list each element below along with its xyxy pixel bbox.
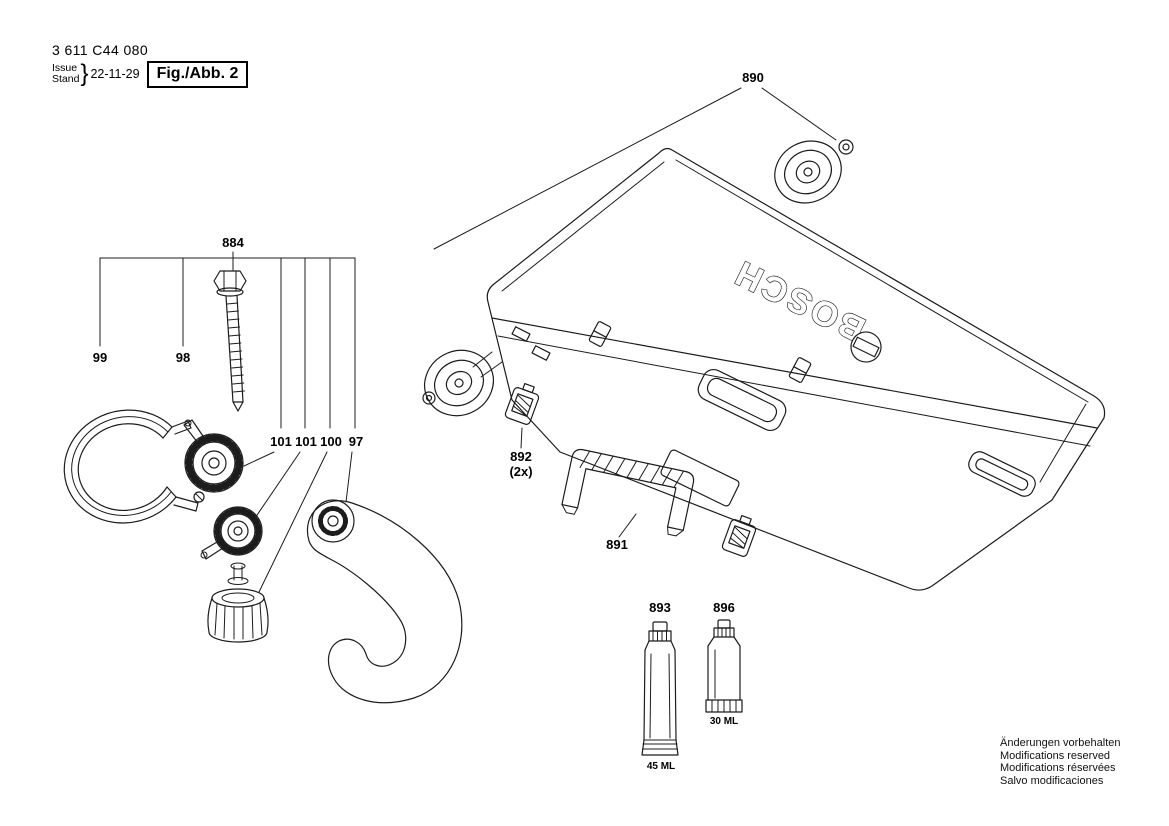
part-label-892-qty: (2x) [509, 464, 532, 479]
modification-notes: Änderungen vorbehalten Modifications res… [1000, 737, 1120, 787]
bosch-emblem-icon [850, 331, 882, 363]
issue-label: Issue [52, 62, 78, 74]
leader-lines-890 [433, 87, 837, 250]
footer-note: Salvo modificaciones [1000, 774, 1104, 787]
clip-illustration-2 [721, 515, 757, 557]
star-knob-upper-illustration [183, 419, 244, 493]
part-label-98: 98 [176, 350, 190, 365]
stem-illustration [227, 562, 249, 585]
leader-line-891 [618, 513, 637, 538]
leader-lines-884-group [99, 251, 356, 593]
part-label-891: 891 [606, 537, 628, 552]
part-label-893: 893 [649, 600, 671, 615]
part-label-896: 896 [713, 600, 735, 615]
issue-date: 22-11-29 [90, 67, 140, 81]
issue-row: Issue Stand } 22-11-29 Fig./Abb. 2 [52, 60, 249, 88]
bracket-illustration [561, 448, 695, 537]
part-label-890: 890 [742, 70, 764, 85]
part-label-99: 99 [93, 350, 107, 365]
clamp-handle-illustration [306, 499, 463, 704]
cap-illustration [207, 588, 269, 643]
tube-small-volume-label: 30 ML [710, 716, 738, 727]
brace-glyph: } [80, 60, 89, 87]
part-label-100: 100 [320, 434, 342, 449]
tube-large-volume-label: 45 ML [647, 761, 675, 772]
part-label-97: 97 [349, 434, 363, 449]
footer-note: Änderungen vorbehalten [1000, 737, 1121, 749]
clip-illustration-1 [504, 383, 540, 425]
figure-label: Fig./Abb. 2 [146, 60, 249, 88]
brand-logo-text: BOSCH [727, 252, 871, 349]
part-label-101-upper: 101 [270, 434, 292, 449]
part-label-892: 892 [510, 449, 532, 464]
part-label-101-lower: 101 [295, 434, 317, 449]
bolt-illustration [213, 270, 247, 412]
tube-large-illustration [641, 621, 679, 756]
wheel-front-illustration [422, 349, 494, 417]
leader-line-892 [520, 427, 523, 449]
stand-label: Stand [52, 73, 80, 85]
issue-stand-labels: Issue Stand [52, 63, 79, 85]
part-label-884: 884 [222, 235, 244, 250]
strap-clamp-illustration [63, 409, 205, 524]
title-block: 3 611 C44 080 Issue Stand } 22-11-29 Fig… [52, 42, 249, 88]
part-number: 3 611 C44 080 [52, 42, 149, 58]
star-knob-lower-illustration [200, 506, 263, 560]
footer-note: Modifications réservées [1000, 762, 1116, 774]
wheel-rear-illustration [774, 139, 854, 204]
tube-small-illustration [705, 619, 743, 713]
footer-note: Modifications reserved [1000, 749, 1111, 762]
case-illustration [472, 147, 1106, 591]
